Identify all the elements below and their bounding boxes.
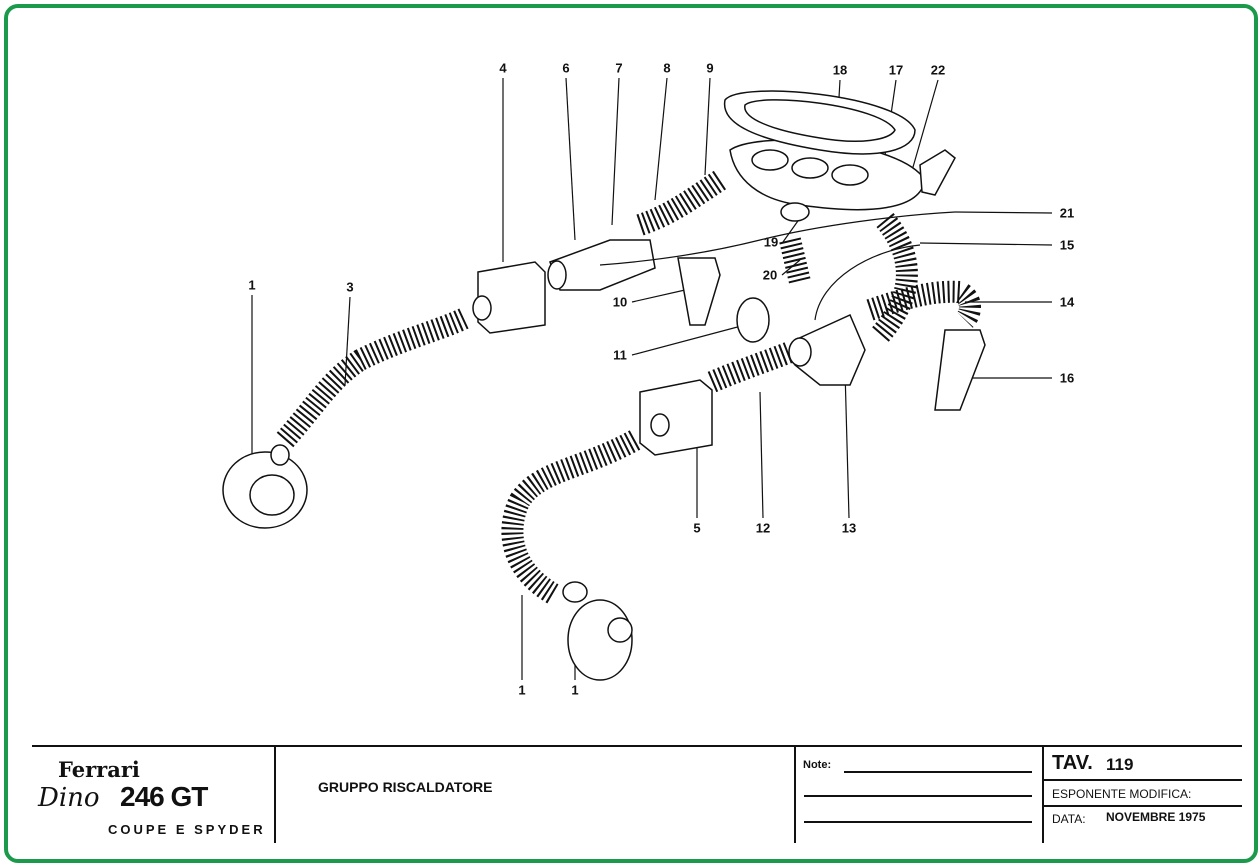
bracket-22 bbox=[919, 149, 956, 196]
revision-label: ESPONENTE MODIFICA: bbox=[1052, 787, 1192, 801]
sleeve-20 bbox=[779, 237, 811, 285]
callout-3: 1 bbox=[518, 682, 526, 698]
note-line bbox=[804, 821, 1032, 823]
callout-10: 10 bbox=[612, 294, 628, 310]
hose-2 bbox=[276, 308, 470, 448]
callout-5: 5 bbox=[693, 520, 701, 536]
note-line bbox=[844, 771, 1032, 773]
callout-19: 19 bbox=[763, 234, 779, 250]
callout-9: 9 bbox=[706, 60, 714, 76]
collar-19 bbox=[780, 202, 810, 222]
hose-15 bbox=[871, 212, 918, 343]
vent-16 bbox=[934, 329, 986, 411]
callout-1b: 1 bbox=[571, 682, 579, 698]
divider bbox=[1042, 747, 1044, 843]
cable-21 bbox=[599, 211, 956, 266]
divider bbox=[1043, 805, 1242, 807]
divider bbox=[794, 747, 796, 843]
date-label: DATA: bbox=[1052, 812, 1086, 826]
callout-8: 8 bbox=[663, 60, 671, 76]
note-line bbox=[804, 795, 1032, 797]
divider bbox=[274, 747, 276, 843]
hose-14 bbox=[866, 280, 981, 328]
hose-3 bbox=[501, 430, 641, 605]
table-number: 119 bbox=[1106, 755, 1134, 774]
callout-15: 15 bbox=[1059, 237, 1075, 253]
callout-13: 13 bbox=[841, 520, 857, 536]
model-number: 246 GT bbox=[120, 781, 208, 812]
brand-logo: Ferrari bbox=[58, 757, 140, 782]
callout-22: 22 bbox=[930, 62, 946, 78]
table-label: TAV. bbox=[1052, 752, 1093, 774]
callout-12: 12 bbox=[755, 520, 771, 536]
callout-16: 16 bbox=[1059, 370, 1075, 386]
callout-14: 14 bbox=[1059, 294, 1075, 310]
title-block: Ferrari Dino 246 GT COUPE E SPYDER GRUPP… bbox=[32, 745, 1242, 845]
callout-6: 6 bbox=[562, 60, 570, 76]
variant-label: COUPE E SPYDER bbox=[108, 822, 266, 837]
group-title: GRUPPO RISCALDATORE bbox=[318, 779, 493, 795]
valve-box-4 bbox=[477, 261, 546, 334]
date-value: NOVEMBRE 1975 bbox=[1106, 810, 1206, 824]
valve-box-5 bbox=[639, 379, 713, 456]
callout-17: 17 bbox=[888, 62, 904, 78]
callout-1: 1 bbox=[248, 277, 256, 293]
grille-11 bbox=[736, 297, 770, 343]
callout-11: 11 bbox=[613, 347, 627, 363]
callout-2: 3 bbox=[346, 279, 354, 295]
hose-8 bbox=[636, 170, 727, 236]
vent-10 bbox=[677, 257, 721, 326]
model-script: Dino bbox=[38, 783, 100, 813]
hoses bbox=[276, 170, 981, 605]
callout-4: 4 bbox=[499, 60, 507, 76]
hose-12 bbox=[707, 341, 795, 393]
note-label: Note: bbox=[803, 759, 832, 771]
divider bbox=[1043, 779, 1242, 781]
callout-21: 21 bbox=[1059, 205, 1075, 221]
callout-7: 7 bbox=[615, 60, 623, 76]
callout-18: 18 bbox=[832, 62, 848, 78]
callout-20: 20 bbox=[762, 267, 778, 283]
